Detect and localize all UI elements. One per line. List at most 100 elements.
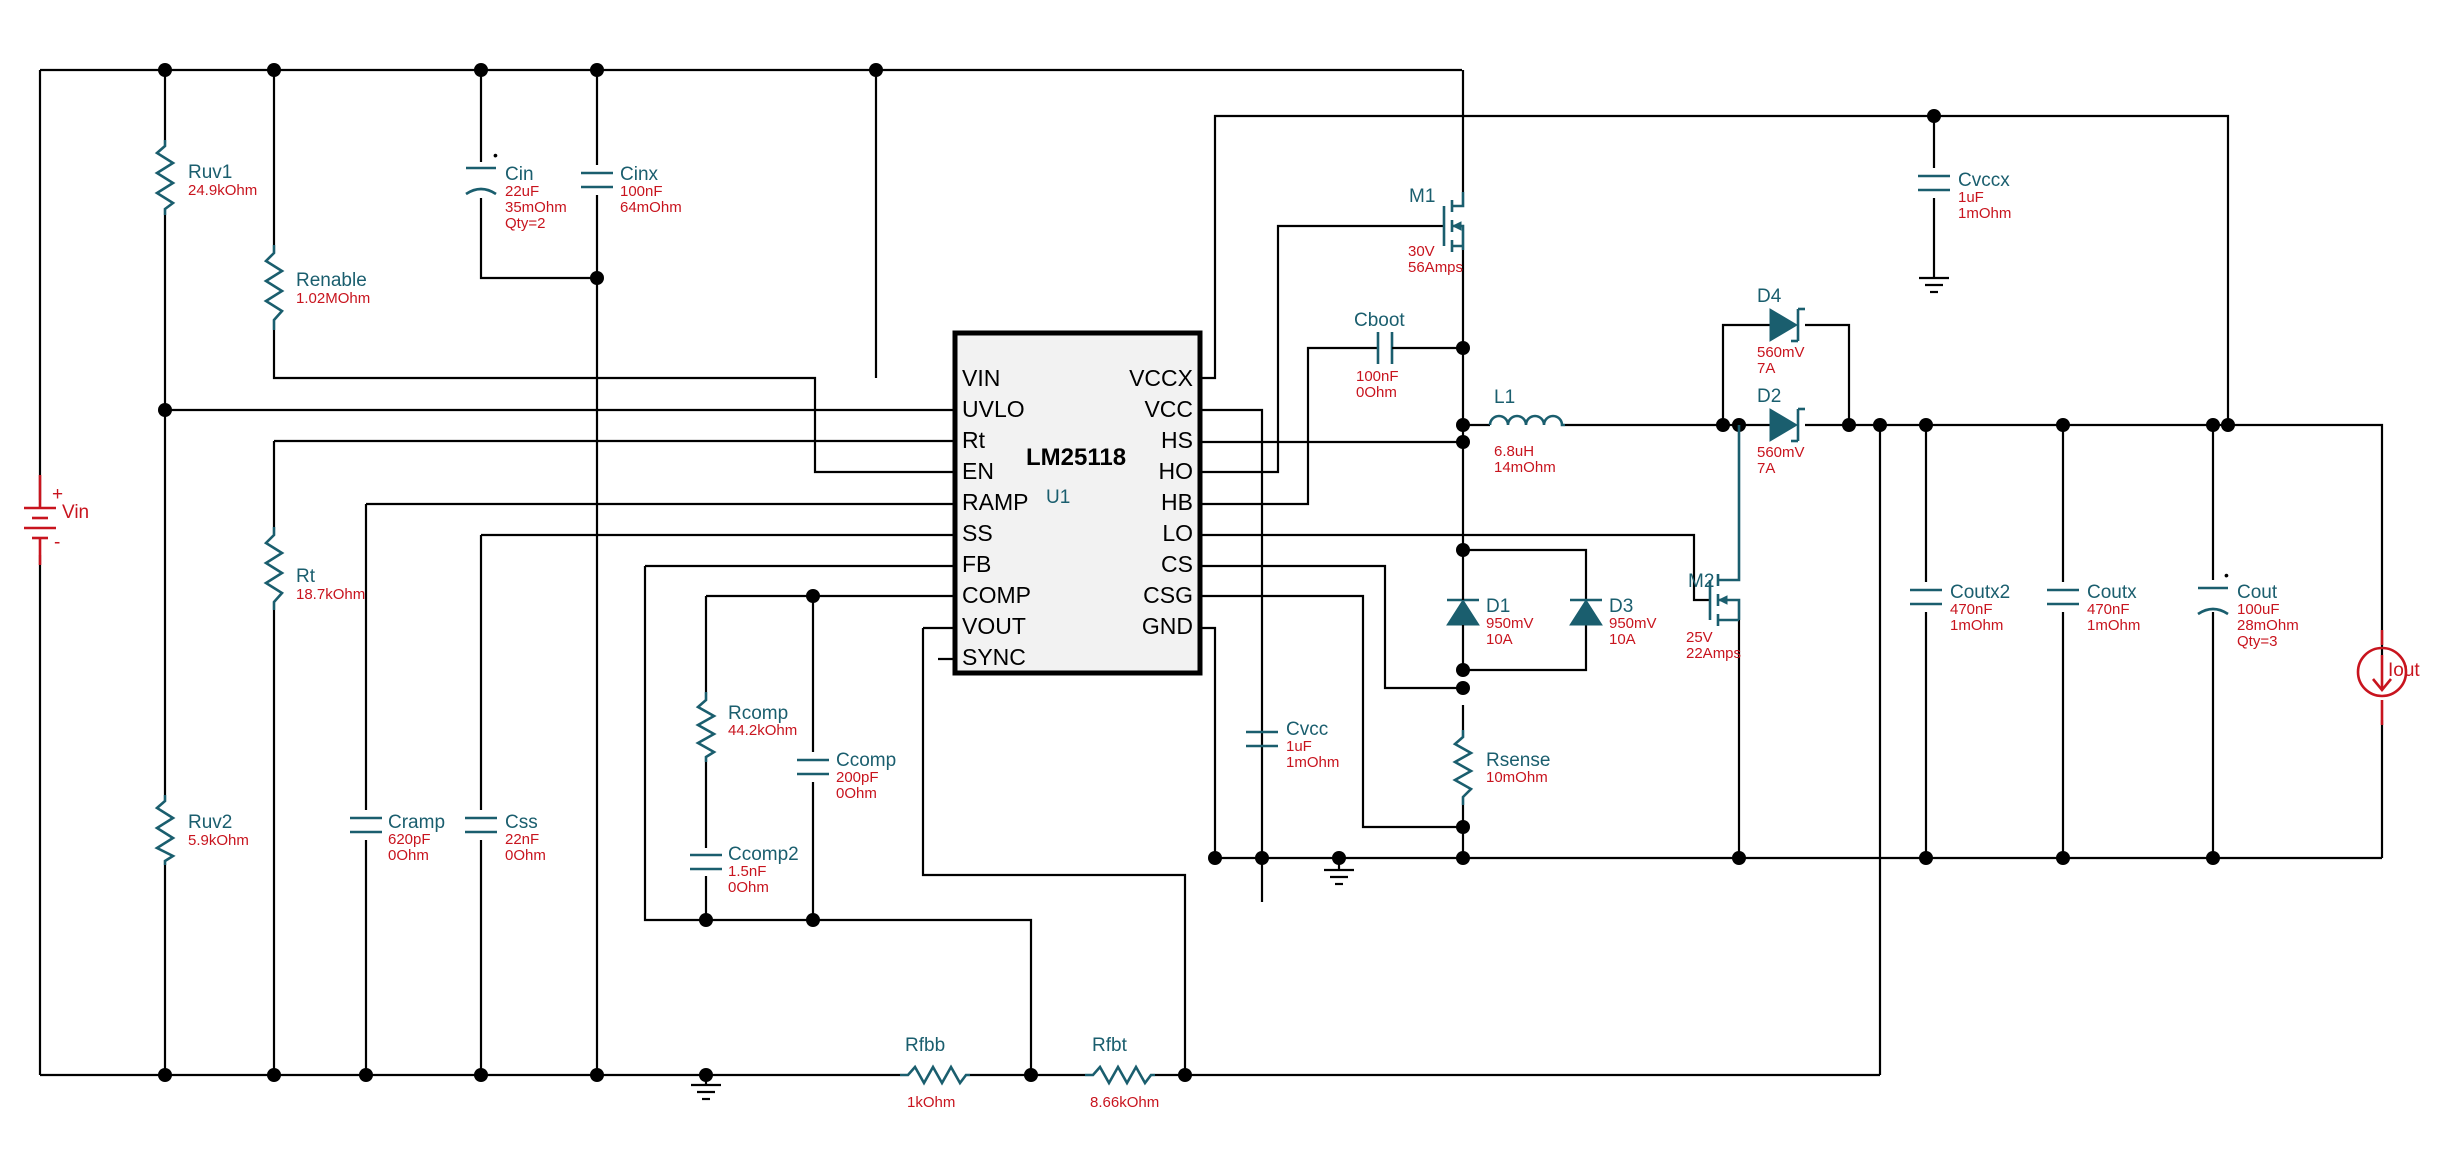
- ic-pin-label: CS: [1161, 551, 1193, 577]
- component-value: 950mV: [1486, 615, 1534, 632]
- ic-pin-label: VCC: [1144, 396, 1193, 422]
- component-value: 0Ohm: [388, 847, 429, 864]
- svg-text:•: •: [2224, 567, 2229, 583]
- component-name: Rfbt: [1092, 1035, 1128, 1056]
- ic-pins-left: VIN UVLO Rt EN RAMP SS FB COMP VOUT SYNC: [962, 365, 1031, 670]
- ic-pin-label: Rt: [962, 427, 986, 453]
- capacitor-cinx[interactable]: [581, 171, 613, 189]
- label-rfbb: Rfbb 1kOhm: [905, 1035, 955, 1111]
- component-value: 30V: [1408, 243, 1435, 260]
- component-value: 56Amps: [1408, 259, 1463, 276]
- component-value: 1kOhm: [907, 1094, 955, 1111]
- diode-d3[interactable]: [1569, 598, 1603, 626]
- ic-pin-label: VIN: [962, 365, 1000, 391]
- capacitor-ccomp2[interactable]: [690, 853, 722, 871]
- diode-d4[interactable]: [1769, 307, 1805, 343]
- ic-pin-label: LO: [1162, 520, 1193, 546]
- component-value: 560mV: [1757, 444, 1805, 461]
- resistor-rsense[interactable]: [1452, 730, 1474, 805]
- diode-d1[interactable]: [1446, 550, 1480, 670]
- capacitor-css[interactable]: [465, 816, 497, 834]
- component-value: 35mOhm: [505, 199, 567, 216]
- diode-d2[interactable]: [1769, 407, 1805, 443]
- mosfet-m1[interactable]: [1430, 192, 1465, 252]
- ic-pin-label: EN: [962, 458, 994, 484]
- source-minus-sign: -: [54, 532, 60, 553]
- component-name: Ruv1: [188, 162, 232, 183]
- component-value: 950mV: [1609, 615, 1657, 632]
- component-value: 200pF: [836, 769, 879, 786]
- ic-lm25118[interactable]: LM25118 U1: [952, 330, 1203, 676]
- current-source-iout[interactable]: Iout: [2356, 630, 2420, 725]
- ic-pin-label: VOUT: [962, 613, 1026, 639]
- component-value: 1mOhm: [2087, 617, 2140, 634]
- capacitor-cin[interactable]: •: [465, 147, 498, 196]
- component-value: 1mOhm: [1958, 205, 2011, 222]
- capacitor-cvcc[interactable]: [1246, 730, 1278, 858]
- component-value: 100uF: [2237, 601, 2280, 618]
- resistor-rt[interactable]: [263, 527, 285, 610]
- component-value: 1mOhm: [1286, 754, 1339, 771]
- resistor-rcomp[interactable]: [695, 692, 717, 762]
- component-name: Ccomp2: [728, 844, 799, 865]
- resistor-ruv2[interactable]: [154, 795, 176, 865]
- load-label: Iout: [2388, 660, 2420, 681]
- component-name: Css: [505, 812, 538, 833]
- component-name: Rsense: [1486, 750, 1550, 771]
- capacitor-cvccx[interactable]: [1918, 174, 1950, 192]
- component-value: 25V: [1686, 629, 1713, 646]
- ic-pin-label: CSG: [1143, 582, 1193, 608]
- component-name: M1: [1409, 186, 1435, 207]
- capacitor-ccomp[interactable]: [797, 758, 829, 776]
- component-value: 560mV: [1757, 344, 1805, 361]
- component-name: Rfbb: [905, 1035, 945, 1056]
- capacitor-cout[interactable]: •: [2197, 567, 2229, 616]
- ic-pin-label: FB: [962, 551, 991, 577]
- capacitor-cramp[interactable]: [350, 816, 382, 834]
- component-name: Ruv2: [188, 812, 232, 833]
- ic-pin-label: RAMP: [962, 489, 1028, 515]
- capacitor-coutx2[interactable]: [1910, 588, 1942, 606]
- component-name: D2: [1757, 386, 1781, 407]
- resistor-rfbb[interactable]: [900, 1064, 970, 1086]
- component-name: Cboot: [1354, 310, 1405, 331]
- mosfet-m2[interactable]: [1692, 425, 1741, 626]
- ic-pin-label: HS: [1161, 427, 1193, 453]
- capacitor-cboot[interactable]: [1376, 332, 1415, 364]
- component-name: Rt: [296, 566, 316, 587]
- inductor-l1[interactable]: [1488, 414, 1565, 427]
- resistor-rfbt[interactable]: [1085, 1064, 1155, 1086]
- resistor-ruv1[interactable]: [154, 140, 176, 215]
- battery-source-vin[interactable]: + - Vin: [24, 475, 89, 565]
- resistor-renable[interactable]: [263, 245, 285, 330]
- component-value: 18.7kOhm: [296, 586, 365, 603]
- component-value: 470nF: [1950, 601, 1993, 618]
- component-name: Cvccx: [1958, 170, 2010, 191]
- component-value: Qty=3: [2237, 633, 2277, 650]
- ic-pin-label: HO: [1159, 458, 1194, 484]
- component-name: L1: [1494, 387, 1515, 408]
- component-value: 64mOhm: [620, 199, 682, 216]
- component-value: 7A: [1757, 360, 1775, 377]
- component-name: D3: [1609, 596, 1633, 617]
- component-name: Coutx2: [1950, 582, 2010, 603]
- component-value: 44.2kOhm: [728, 722, 797, 739]
- component-name: Rcomp: [728, 703, 788, 724]
- capacitor-coutx[interactable]: [2047, 588, 2079, 606]
- component-value: 24.9kOhm: [188, 182, 257, 199]
